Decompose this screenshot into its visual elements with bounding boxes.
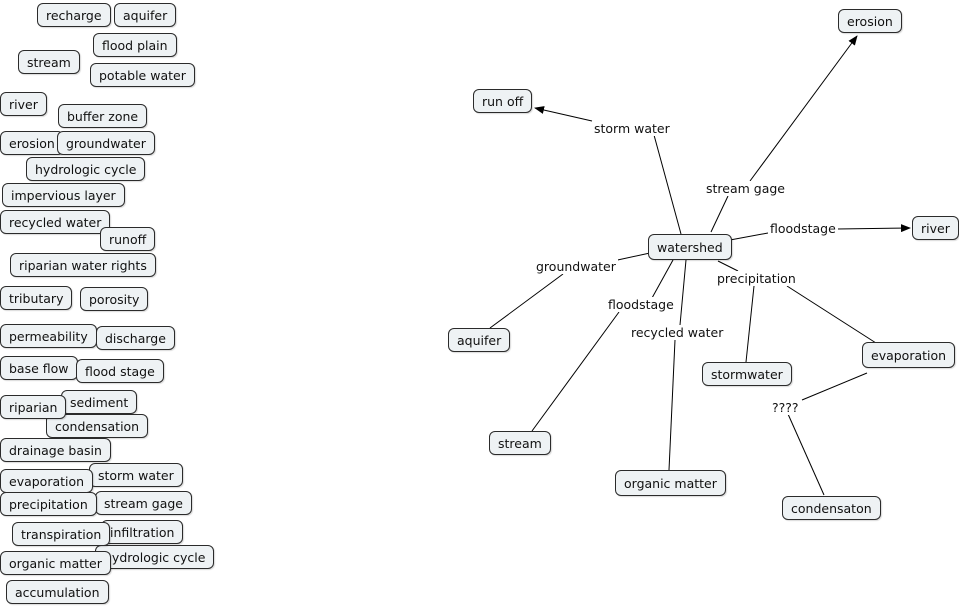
link-line-floodstage-b	[836, 224, 911, 233]
concept-node-organic-matter[interactable]: organic matter	[615, 470, 726, 496]
link-line-recycled-water-b	[668, 339, 676, 471]
palette-term-hydrologic-cycle-2[interactable]: hydrologic cycle	[95, 545, 215, 569]
palette-term-runoff[interactable]: runoff	[100, 227, 156, 251]
link-line-storm-water-b	[534, 106, 593, 122]
link-line-floodstage-stream-a	[651, 259, 674, 299]
link-line-floodstage-a	[729, 232, 769, 241]
link-label-recycled-water[interactable]: recycled water	[629, 325, 726, 340]
link-label-groundwater[interactable]: groundwater	[534, 259, 618, 274]
concept-node-evaporation[interactable]: evaporation	[862, 342, 956, 368]
palette-term-condensation[interactable]: condensation	[46, 414, 149, 438]
palette-term-evaporation[interactable]: evaporation	[0, 469, 94, 493]
link-line-recycled-water-a	[679, 259, 687, 326]
palette-term-impervious-layer[interactable]: impervious layer	[2, 183, 125, 207]
palette-term-porosity[interactable]: porosity	[80, 287, 149, 311]
palette-term-organic-matter[interactable]: organic matter	[0, 551, 111, 575]
link-label-stream-gage[interactable]: stream gage	[704, 181, 787, 196]
concept-node-erosion[interactable]: erosion	[838, 9, 902, 33]
palette-term-hydrologic-cycle[interactable]: hydrologic cycle	[26, 157, 146, 181]
concept-node-aquifer[interactable]: aquifer	[448, 328, 511, 352]
palette-term-drainage-basin[interactable]: drainage basin	[0, 438, 111, 462]
link-line-floodstage-stream-b	[531, 311, 620, 432]
palette-term-infiltration[interactable]: infiltration	[101, 520, 184, 544]
link-line-stream-gage-a	[710, 195, 729, 233]
palette-term-base-flow[interactable]: base flow	[0, 356, 78, 380]
palette-term-riparian[interactable]: riparian	[0, 395, 67, 419]
palette-term-buffer-zone[interactable]: buffer zone	[58, 104, 148, 128]
palette-term-stream-gage[interactable]: stream gage	[95, 491, 192, 515]
palette-term-sediment[interactable]: sediment	[61, 390, 138, 414]
palette-term-discharge[interactable]: discharge	[96, 326, 175, 350]
concept-node-stream[interactable]: stream	[489, 431, 551, 455]
link-line-precipitation-a	[717, 260, 739, 272]
concept-node-river[interactable]: river	[912, 216, 959, 240]
palette-term-aquifer[interactable]: aquifer	[114, 3, 177, 27]
concept-node-condensaton[interactable]: condensaton	[782, 496, 881, 520]
palette-term-river[interactable]: river	[0, 92, 47, 116]
palette-term-recharge[interactable]: recharge	[37, 3, 111, 27]
palette-term-flood-stage[interactable]: flood stage	[76, 359, 164, 383]
link-line-precipitation-stormwater	[745, 285, 755, 363]
palette-term-groundwater[interactable]: groundwater	[57, 131, 155, 155]
link-line-groundwater-a	[612, 252, 651, 262]
link-line-unknown-b	[787, 413, 825, 496]
palette-term-tributary[interactable]: tributary	[0, 286, 73, 310]
link-label-storm-water[interactable]: storm water	[592, 121, 672, 136]
link-label-precipitation[interactable]: precipitation	[715, 271, 798, 286]
link-line-storm-water-a	[653, 134, 682, 235]
palette-term-precipitation[interactable]: precipitation	[0, 492, 97, 516]
concept-node-stormwater[interactable]: stormwater	[702, 362, 792, 386]
palette-term-permeability[interactable]: permeability	[0, 324, 97, 348]
link-label-unknown[interactable]: ????	[770, 400, 801, 415]
palette-term-erosion[interactable]: erosion	[0, 131, 64, 155]
palette-term-flood-plain[interactable]: flood plain	[93, 33, 177, 57]
link-line-precipitation-evaporation	[786, 285, 877, 344]
palette-term-accumulation[interactable]: accumulation	[6, 580, 109, 604]
link-line-groundwater-b	[489, 273, 564, 329]
link-label-floodstage-stream[interactable]: floodstage	[606, 297, 676, 312]
palette-term-transpiration[interactable]: transpiration	[12, 522, 111, 546]
palette-term-riparian-water-rights[interactable]: riparian water rights	[10, 253, 156, 277]
link-line-unknown-a	[801, 372, 868, 401]
palette-term-storm-water[interactable]: storm water	[89, 463, 183, 487]
palette-term-recycled-water[interactable]: recycled water	[0, 210, 111, 234]
palette-term-stream[interactable]: stream	[18, 50, 80, 74]
concept-node-watershed[interactable]: watershed	[648, 234, 732, 260]
link-line-stream-gage-b	[749, 35, 858, 182]
concept-node-run-off[interactable]: run off	[473, 89, 533, 113]
link-label-floodstage-river[interactable]: floodstage	[768, 221, 838, 236]
palette-term-potable-water[interactable]: potable water	[90, 63, 195, 87]
